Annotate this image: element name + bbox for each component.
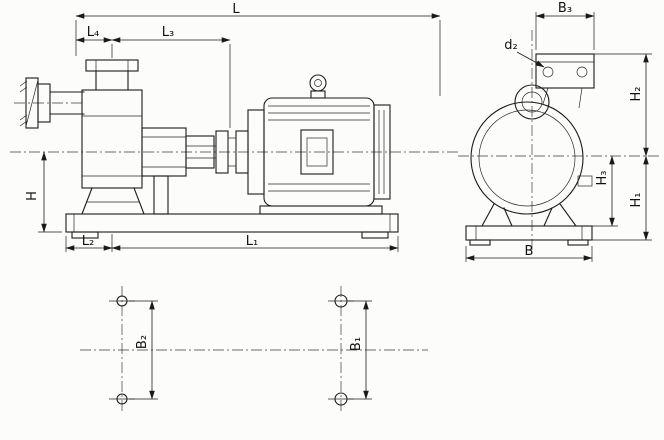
dim-label-H1: H₁ (629, 193, 644, 208)
dim-H3: H₃ (592, 155, 618, 227)
baseplate-end (465, 225, 593, 246)
dim-B2: B₂ (129, 300, 158, 400)
dim-d2: d₂ (504, 38, 545, 68)
dim-B3: B₃ (535, 1, 595, 50)
dim-H1: H₁ (592, 155, 652, 241)
suction-flange (19, 77, 85, 129)
dim-H: H (25, 151, 62, 233)
motor (247, 74, 391, 215)
dim-label-L1: L₁ (246, 234, 258, 249)
dim-L3: L₃ (111, 25, 231, 128)
dim-label-H2: H₂ (629, 87, 644, 102)
lifting-eye (309, 74, 327, 92)
dim-label-B1: B₁ (349, 337, 364, 351)
dim-L4: L₄ (75, 25, 113, 58)
fan-cover (373, 104, 391, 200)
dim-label-B2: B₂ (135, 335, 150, 349)
end-view: B₃ d₂ H₂ H₃ H₁ B (458, 1, 660, 262)
bearing-frame (141, 127, 216, 215)
dim-label-H3: H₃ (595, 171, 610, 186)
dim-label-d2: d₂ (504, 38, 517, 53)
dim-label-H: H (25, 191, 40, 201)
dim-B: B (465, 244, 593, 262)
discharge-flange (535, 53, 595, 109)
dim-L2: L₂ (65, 234, 113, 252)
dim-label-B: B (525, 244, 534, 259)
drain-boss (577, 175, 593, 187)
dim-label-L4: L₄ (87, 25, 99, 40)
dim-label-L2: L₂ (82, 234, 94, 249)
casing-end (470, 101, 593, 215)
baseplate (65, 213, 399, 239)
flange-bolt-hole (542, 66, 554, 78)
dim-L1: L₁ (111, 234, 399, 252)
dim-label-L: L (232, 2, 240, 17)
dim-L: L (75, 2, 441, 96)
flange-bolt-hole (576, 66, 588, 78)
dim-label-L3: L₃ (162, 25, 174, 40)
feet-end (481, 203, 578, 227)
motor-foot-block (259, 205, 383, 215)
side-view: L L₄ L₃ H L₂ L₁ (10, 2, 460, 252)
plan-view: B₂ B₁ (80, 286, 428, 414)
pump-casing (81, 59, 145, 215)
dim-label-B3: B₃ (558, 1, 572, 16)
dim-B1: B₁ (348, 300, 372, 400)
dim-H2: H₂ (594, 53, 652, 157)
